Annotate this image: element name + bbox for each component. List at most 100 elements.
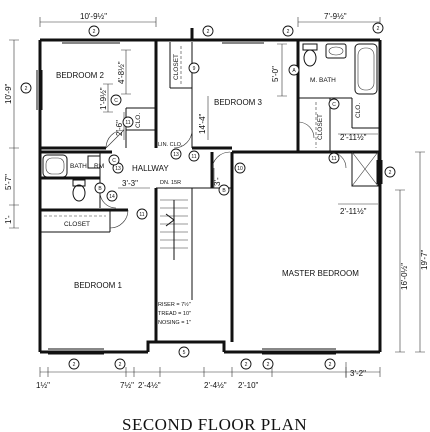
fixtures [42,43,379,217]
dim-left-2: 5'-7" [4,174,13,190]
svg-text:11: 11 [125,120,130,126]
window-tag-top-mid: 2 [202,25,214,37]
dimension-lines [9,17,425,378]
marker-c-bath: C [108,154,120,166]
window-tag-top-left: 2 [88,25,100,37]
dim-bed2-c: 2'-6" [115,120,124,136]
svg-text:13: 13 [173,152,179,158]
dim-bed3-a: 5'-0" [271,66,280,82]
door-tag-bed2: 11 [122,116,134,128]
interior-walls [38,40,380,342]
svg-text:10: 10 [237,166,243,172]
window-tag-bottom-1: 2 [68,358,80,370]
stair-tread-note: TREAD = 10" [158,311,191,317]
stairs [160,199,188,260]
svg-text:14: 14 [109,194,115,200]
window-tag-top-right: 2 [282,25,294,37]
svg-text:2: 2 [73,362,76,368]
svg-text:2: 2 [267,362,270,368]
window-tag-bottom-2: 2 [114,358,126,370]
svg-text:C: C [114,98,118,104]
svg-text:B: B [98,186,102,192]
stair-riser-note: RISER = 7½" [158,301,191,308]
clo-label-2: CLO. [355,103,362,118]
dim-bottom-3: 2'-4½" [138,381,161,390]
stair-nosing-note: NOSING = 1" [158,320,191,326]
svg-text:13: 13 [115,166,121,172]
door-tag-master: 10 [234,162,246,174]
marker-b-hall: B [94,182,106,194]
m-bath-label: M. BATH [310,77,336,84]
closet-mbath-label: CLOSET [317,114,324,140]
svg-text:5: 5 [183,350,186,356]
svg-text:11: 11 [191,154,196,160]
dim-hall-a: 3'-3" [122,179,138,188]
window-tag-bottom-5: 2 [262,358,274,370]
dim-top-left: 10'-9½" [80,12,107,21]
svg-text:2: 2 [389,170,392,176]
svg-text:2: 2 [93,29,96,35]
door-tag-bed1: 11 [136,208,148,220]
svg-text:C: C [332,102,336,108]
window-tag-bottom-6: 2 [324,358,336,370]
svg-text:2: 2 [329,362,332,368]
dim-right-1: 19'-7" [420,249,429,270]
window-tag-right: 2 [384,166,396,178]
bath-rm-label: RM [94,163,104,170]
clo-label-1: CLO. [135,113,142,128]
dim-bed3-b: 14'-4" [198,113,207,134]
dim-hall-b: 3'- [213,177,222,186]
svg-text:A: A [292,68,296,74]
closet-bedroom-1-label: CLOSET [64,221,90,228]
hallway-label: HALLWAY [132,164,169,173]
svg-text:9: 9 [193,66,196,72]
window-tag-left: 2 [20,82,32,94]
dim-mbath-b: 2'-11½" [340,207,367,216]
dim-bottom-6: 3'-2" [350,369,366,378]
svg-text:B: B [222,188,226,194]
marker-b-stair: B [218,184,230,196]
dim-top-right: 7'-9½" [324,12,347,21]
svg-text:11: 11 [331,156,336,162]
stair-down-label: DN. 15R [160,180,181,186]
master-bedroom-label: MASTER BEDROOM [282,269,359,278]
bedroom-2-label: BEDROOM 2 [56,71,105,80]
dim-bottom-5: 2'-10" [238,381,259,390]
door-tag-bed3: 11 [188,150,200,162]
window-tag-mbath: 2 [372,22,384,34]
bedroom-1-label: BEDROOM 1 [74,281,123,290]
dim-bed2-a: 4'-8½" [117,61,126,84]
window-tag-bottom-4: 2 [240,358,252,370]
svg-text:2: 2 [377,26,380,32]
marker-c-mbath: C [328,98,340,110]
marker-c-bed2: C [110,94,122,106]
dim-bottom-1: 1½" [36,381,50,390]
svg-text:C: C [112,158,116,164]
svg-text:2: 2 [245,362,248,368]
dim-bottom-2: 7½" [120,381,134,390]
dim-right-2: 16'-0½" [400,263,409,290]
dim-bed2-b: 1'-9½" [99,87,108,110]
dim-left-3: 1'- [4,215,13,224]
lin-clo-label: LIN. CLO. [158,142,183,148]
svg-text:2: 2 [287,29,290,35]
doors [36,38,383,355]
closet-top-label: CLOSET [173,54,180,80]
door-tag-mbath: 11 [328,152,340,164]
door-tag-lin-clo: 13 [170,148,182,160]
svg-text:2: 2 [207,29,210,35]
svg-text:11: 11 [139,212,144,218]
bath-label: BATH [70,163,87,170]
door-tag-closet-bed1: 14 [106,190,118,202]
svg-text:2: 2 [119,362,122,368]
exterior-walls [38,28,382,354]
window-tag-bottom-3: 5 [178,346,190,358]
marker-a-mbath: A [288,64,300,76]
dim-mbath-a: 2'-11½" [340,133,367,142]
svg-text:2: 2 [25,86,28,92]
dim-left-1: 10'-9" [4,83,13,104]
door-tag-closet-top: 9 [188,62,200,74]
bedroom-3-label: BEDROOM 3 [214,98,263,107]
dim-bottom-4: 2'-4½" [204,381,227,390]
